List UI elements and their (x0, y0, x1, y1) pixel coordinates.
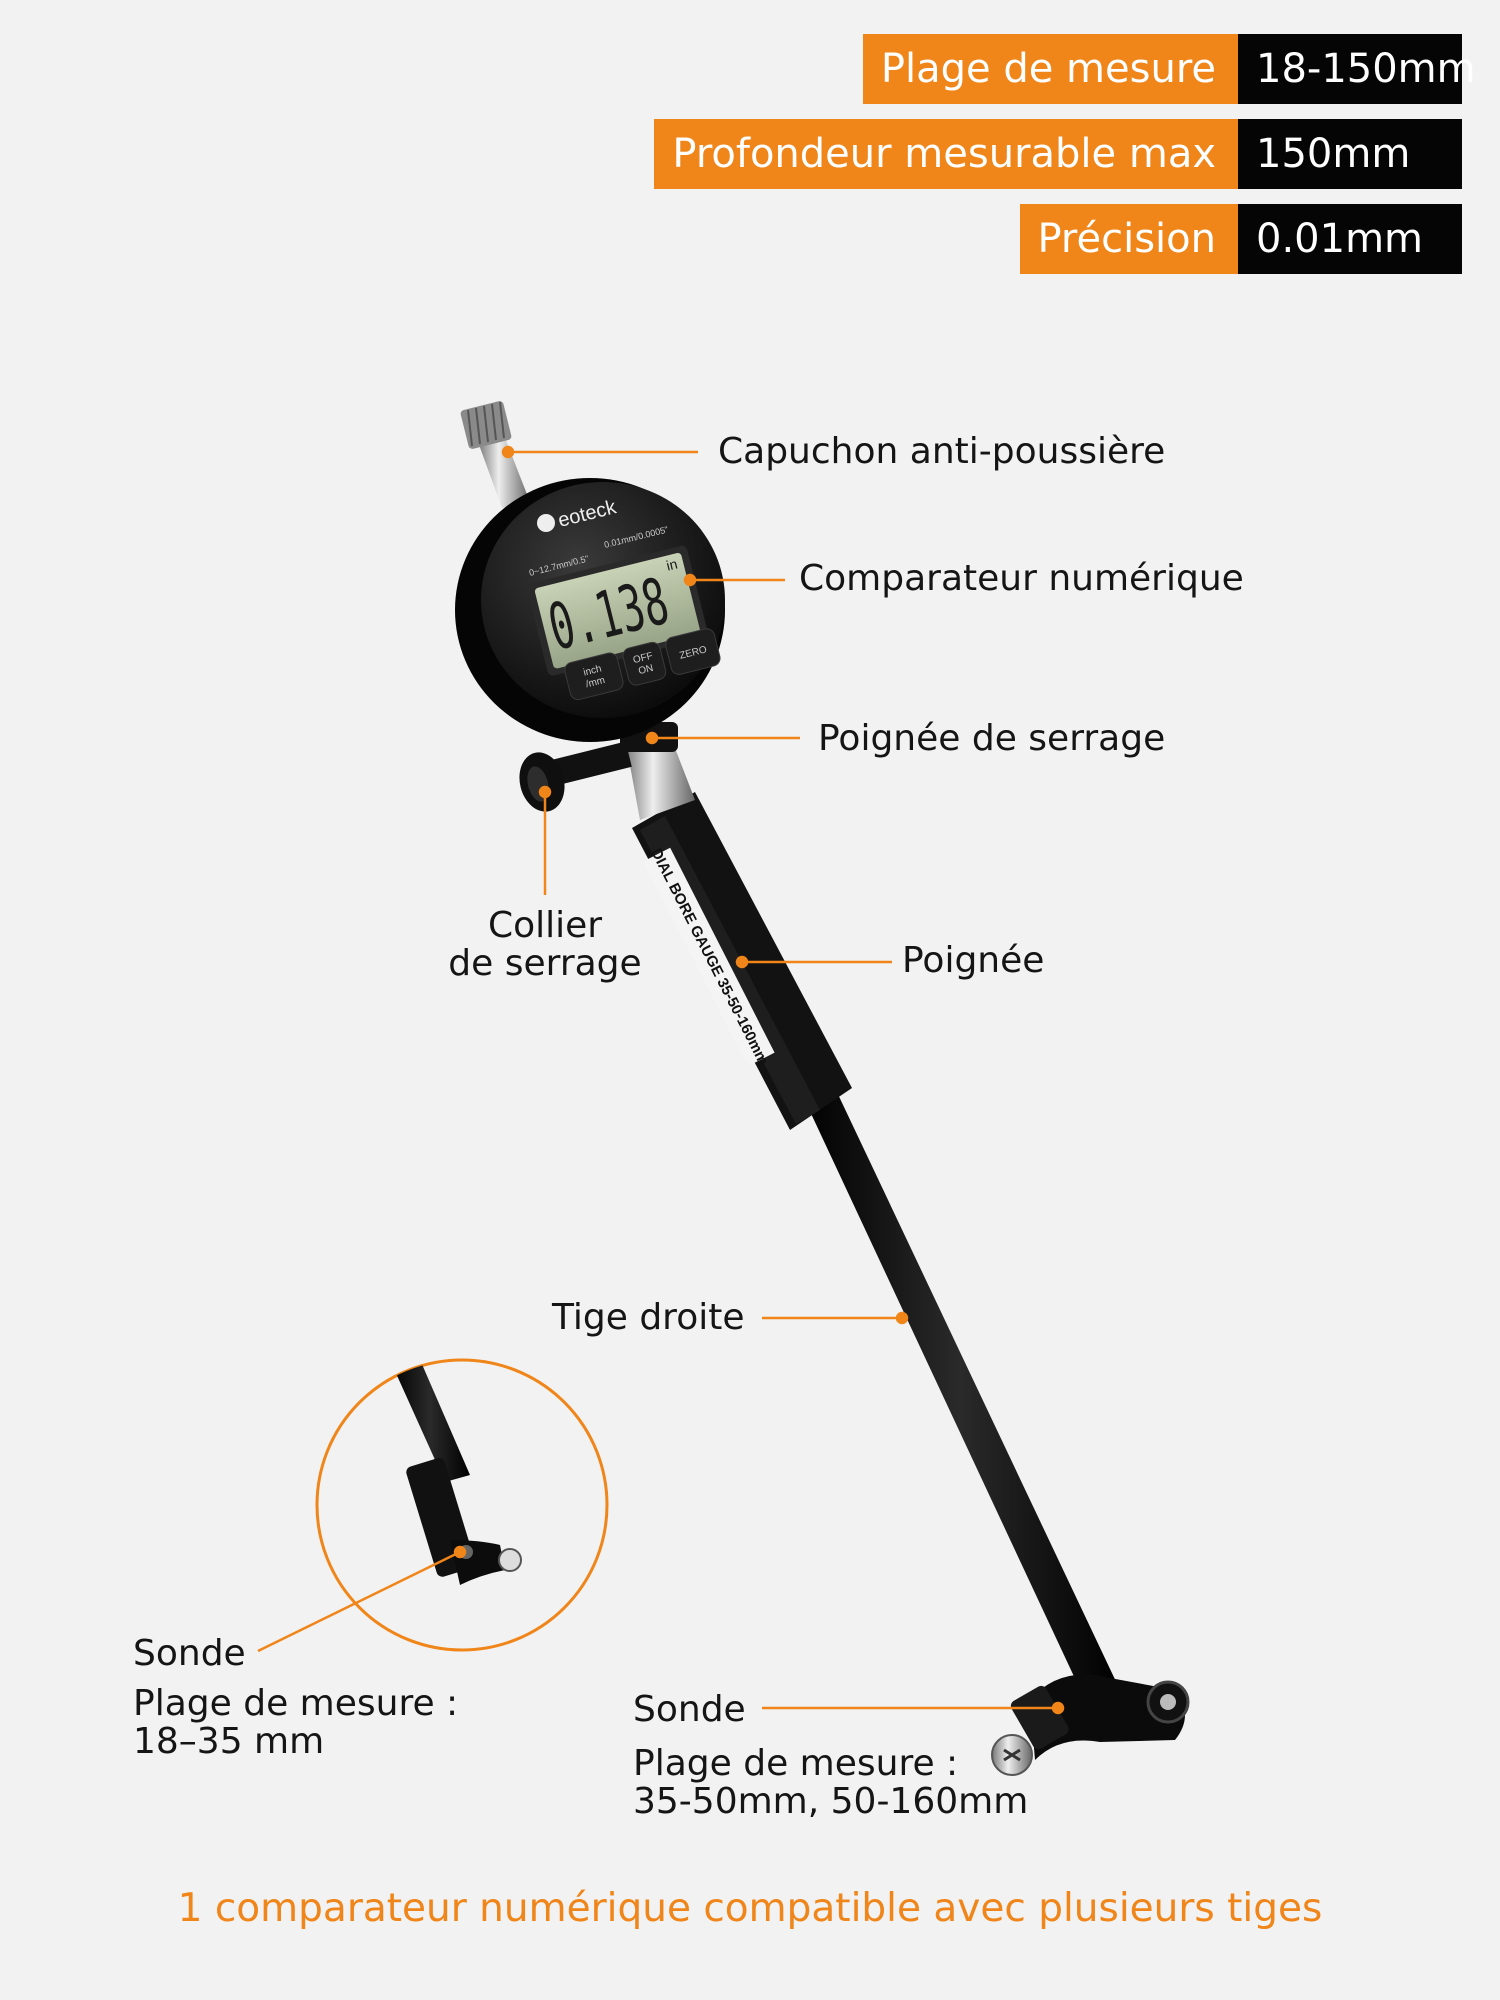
label-dust-cap: Capuchon anti-poussière (718, 431, 1166, 472)
clamp-collar-silver (625, 730, 695, 820)
brand-logo-icon (537, 514, 555, 532)
label-probe-small-range: Plage de mesure : 18–35 mm (133, 1683, 459, 1762)
probe-zoom-circle (315, 1358, 609, 1652)
footer-tagline: 1 comparateur numérique compatible avec … (177, 1886, 1323, 1931)
zero-button[interactable] (664, 627, 722, 676)
straight-rod (800, 1088, 1120, 1700)
spec-label: Profondeur mesurable max (654, 119, 1238, 189)
spec-value: 18-150mm (1238, 34, 1476, 104)
dust-cap (460, 401, 530, 508)
lcd-screen (534, 552, 700, 669)
spec-row-precision: Précision 0.01mm (1019, 204, 1462, 274)
inch-mm-button[interactable] (563, 651, 625, 701)
clamp-knob (519, 741, 632, 812)
lcd-unit: in (665, 556, 679, 574)
label-straight-rod: Tige droite (552, 1297, 745, 1338)
spec-value: 0.01mm (1238, 204, 1462, 274)
off-on-button[interactable] (621, 641, 667, 687)
digital-dial-gauge: eoteck 0~12.7mm/0.5" 0.01mm/0.0005" 0.13… (455, 478, 725, 742)
spec-label: Précision (1019, 204, 1238, 274)
probe-head (991, 1674, 1190, 1776)
label-clamp-handle: Poignée de serrage (818, 718, 1166, 759)
label-probe-main: Sonde (633, 1689, 746, 1730)
label-handle: Poignée (902, 940, 1045, 981)
off-on-label: OFFON (632, 651, 657, 678)
spec-value: 150mm (1238, 119, 1462, 189)
spec-label: Plage de mesure (862, 34, 1238, 104)
inch-mm-label: inch/mm (582, 663, 606, 690)
label-probe-small: Sonde (133, 1633, 246, 1674)
leader-lines (257, 445, 1065, 1715)
label-probe-main-range: Plage de mesure : 35-50mm, 50-160mm (633, 1743, 1029, 1822)
spec-row-depth: Profondeur mesurable max 150mm (654, 119, 1462, 189)
spec-row-range: Plage de mesure 18-150mm (862, 34, 1476, 104)
label-clamp-collar: Collier de serrage (448, 905, 642, 984)
label-digital-gauge: Comparateur numérique (799, 558, 1244, 599)
